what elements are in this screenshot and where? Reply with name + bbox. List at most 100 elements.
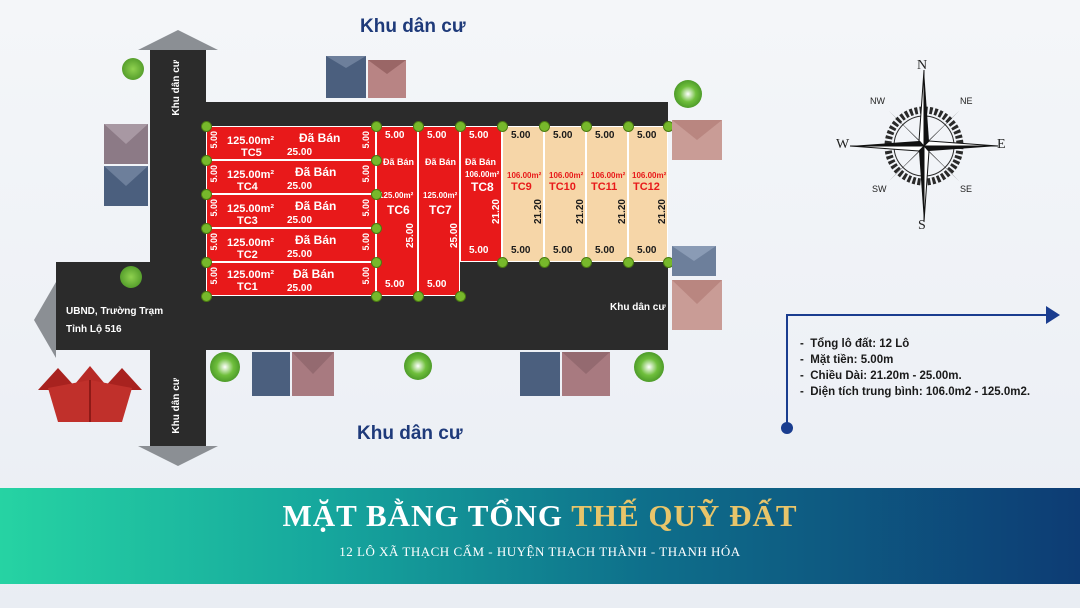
- summary-list: - Tổng lô đất: 12 Lô - Mặt tiền: 5.00m -…: [800, 336, 1030, 400]
- ubnd-label: UBND, Trường Trạm: [66, 306, 164, 317]
- summary-item: - Chiều Dài: 21.20m - 25.00m.: [800, 370, 962, 382]
- house-icon: [672, 246, 722, 330]
- lot-area: 106.00m²: [591, 171, 626, 180]
- corner-marker: [581, 121, 592, 132]
- lot-id: TC4: [237, 181, 258, 193]
- bottom-area-label: Khu dân cư: [357, 423, 463, 444]
- lot-status: Đã Bán: [295, 233, 337, 247]
- lot-status: Đã Bán: [383, 157, 415, 167]
- lot-area: 106.00m²: [465, 170, 500, 179]
- lot-status: Đã Bán: [299, 131, 341, 145]
- lot-width: 5.00: [209, 165, 219, 183]
- lot-status: Đã Bán: [425, 157, 457, 167]
- lot-width: 5.00: [209, 267, 219, 285]
- lot-tc2[interactable]: 125.00m² Đã Bán TC2 25.00 5.00 5.00: [206, 228, 376, 262]
- red-roof-building-icon: [38, 366, 142, 422]
- lot-tc9[interactable]: 5.00 106.00m² TC9 21.20 5.00: [502, 126, 544, 262]
- corner-marker: [201, 155, 212, 166]
- compass-s: S: [918, 218, 926, 233]
- lot-status: Đã Bán: [295, 199, 337, 213]
- lot-id: TC12: [633, 181, 660, 193]
- corner-marker: [623, 121, 634, 132]
- legend-top-line: [786, 314, 1048, 316]
- lot-width: 5.00: [385, 130, 405, 141]
- corner-marker: [371, 223, 382, 234]
- lot-length: 25.00: [287, 181, 313, 192]
- lot-area: 106.00m²: [507, 171, 542, 180]
- summary-item: - Mặt tiền: 5.00m: [800, 354, 894, 366]
- tinh-lo-label: Tỉnh Lộ 516: [66, 324, 122, 335]
- lot-area: 106.00m²: [549, 171, 584, 180]
- lot-id: TC6: [387, 203, 410, 217]
- compass-ne: NE: [960, 96, 973, 106]
- compass-sw: SW: [872, 184, 887, 194]
- lot-status: Đã Bán: [293, 267, 335, 281]
- down-arrow-icon: [138, 446, 218, 466]
- right-area-label: Khu dân cư: [610, 302, 666, 313]
- lot-length: 25.00: [449, 223, 460, 249]
- lot-id: TC8: [471, 180, 494, 194]
- lot-width: 5.00: [595, 245, 615, 256]
- tree-icon: [210, 352, 240, 382]
- house-icon: [672, 120, 722, 160]
- lot-tc8[interactable]: 5.00 Đã Bán 106.00m² TC8 21.20 5.00: [460, 126, 502, 262]
- lot-width: 5.00: [553, 245, 573, 256]
- lot-tc3[interactable]: 125.00m² Đã Bán TC3 25.00 5.00 5.00: [206, 194, 376, 228]
- corner-marker: [539, 257, 550, 268]
- lot-width: 5.00: [595, 130, 615, 141]
- corner-marker: [371, 291, 382, 302]
- lot-id: TC3: [237, 215, 258, 227]
- lot-status: Đã Bán: [465, 157, 497, 167]
- corner-marker: [201, 223, 212, 234]
- arrow-right-icon: [1046, 306, 1060, 324]
- compass-n: N: [917, 58, 928, 73]
- corner-marker: [201, 121, 212, 132]
- lot-tc5[interactable]: 125.00m² Đã Bán TC5 25.00 5.00 5.00: [206, 126, 376, 160]
- lot-tc11[interactable]: 5.00 106.00m² TC11 21.20 5.00: [586, 126, 628, 262]
- compass-w: W: [836, 137, 850, 152]
- corner-marker: [371, 189, 382, 200]
- title-banner: MẶT BẰNG TỔNG THẾ QUỸ ĐẤT 12 LÔ XÃ THẠCH…: [0, 488, 1080, 584]
- lot-length: 25.00: [287, 147, 313, 158]
- corner-marker: [539, 121, 550, 132]
- lot-width: 5.00: [209, 199, 219, 217]
- lot-width: 5.00: [511, 245, 531, 256]
- lot-tc10[interactable]: 5.00 106.00m² TC10 21.20 5.00: [544, 126, 586, 262]
- lot-tc4[interactable]: 125.00m² Đã Bán TC4 25.00 5.00 5.00: [206, 160, 376, 194]
- vertical-road: [150, 48, 206, 448]
- lot-length: 25.00: [287, 215, 313, 226]
- banner-title-white: MẶT BẰNG TỔNG: [282, 498, 564, 533]
- lot-tc12[interactable]: 5.00 106.00m² TC12 21.20 5.00: [628, 126, 668, 262]
- lot-area: 125.00m²: [423, 191, 458, 200]
- summary-item: - Tổng lô đất: 12 Lô: [800, 338, 910, 350]
- lot-width: 5.00: [553, 130, 573, 141]
- lot-area: 106.00m²: [632, 171, 667, 180]
- lot-id: TC11: [591, 181, 618, 193]
- lot-tc6[interactable]: 5.00 Đã Bán 125.00m² TC6 25.00 5.00: [376, 126, 418, 296]
- lot-id: TC9: [511, 181, 532, 193]
- corner-marker: [201, 189, 212, 200]
- lot-length: 21.20: [657, 199, 668, 225]
- top-road: [206, 102, 668, 126]
- lot-tc7[interactable]: 5.00 Đã Bán 125.00m² TC7 25.00 5.00: [418, 126, 460, 296]
- lot-width: 5.00: [427, 130, 447, 141]
- house-icon: [104, 124, 148, 206]
- compass-rose-icon: [849, 69, 999, 223]
- lot-width: 5.00: [469, 130, 489, 141]
- corner-marker: [371, 155, 382, 166]
- lot-width: 5.00: [637, 130, 657, 141]
- lot-tc1[interactable]: 125.00m² Đã Bán TC1 25.00 5.00 5.00: [206, 262, 376, 296]
- house-icon: [326, 56, 406, 98]
- tree-icon: [634, 352, 664, 382]
- left-road-top-label: Khu dân cư: [171, 60, 182, 116]
- legend-dot: [781, 422, 793, 434]
- corner-marker: [413, 291, 424, 302]
- lot-length: 21.20: [575, 199, 586, 225]
- banner-title-gold: THẾ QUỸ ĐẤT: [571, 498, 798, 533]
- lot-id: TC2: [237, 249, 258, 261]
- lot-width: 5.00: [361, 267, 371, 285]
- summary-item: - Diện tích trung bình: 106.0m2 - 125.0m…: [800, 386, 1031, 398]
- left-arrow-icon: [34, 282, 56, 358]
- compass-nw: NW: [870, 96, 885, 106]
- lot-width: 5.00: [361, 165, 371, 183]
